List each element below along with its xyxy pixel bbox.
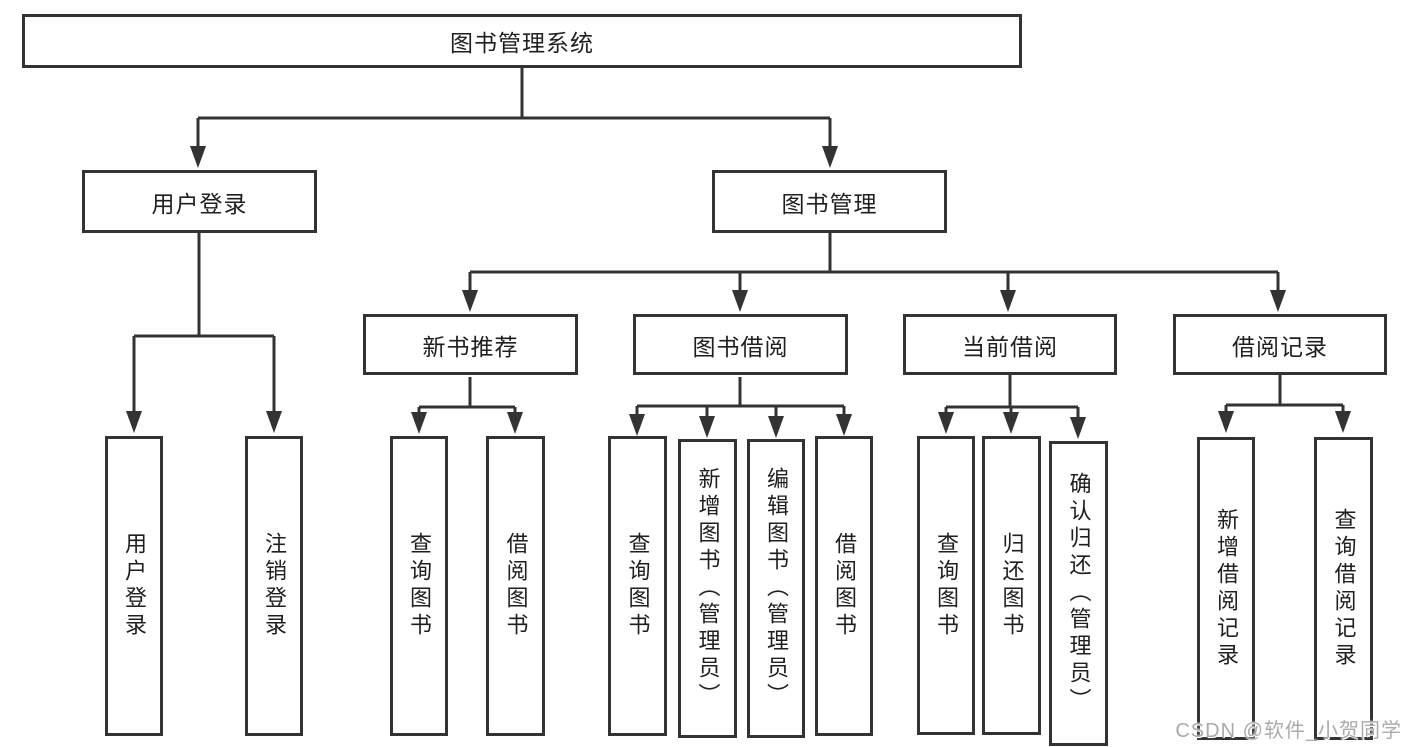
leaf-confirm-return-admin-label: 确认归还（管理员） (1066, 472, 1092, 715)
leaf-logout: 注销登录 (245, 436, 303, 736)
node-book-management: 图书管理 (712, 170, 947, 233)
leaf-query-borrow-record-label: 查询借阅记录 (1331, 507, 1357, 670)
leaf-query-books-current-label: 查询图书 (934, 531, 959, 640)
leaf-add-book-admin-label: 新增图书（管理员） (695, 467, 721, 710)
leaf-logout-label: 注销登录 (262, 532, 287, 640)
arrow-down-icon (462, 290, 478, 312)
arrow-down-icon (1335, 411, 1351, 433)
node-current-borrow: 当前借阅 (903, 314, 1117, 375)
leaf-borrow-books-recommend: 借阅图书 (486, 436, 545, 736)
leaf-query-books-recommend-label: 查询图书 (407, 532, 432, 640)
node-user-login-label: 用户登录 (151, 190, 248, 217)
node-book-borrow-label: 图书借阅 (692, 333, 789, 360)
arrow-down-icon (732, 290, 748, 312)
arrow-down-icon (507, 412, 523, 434)
leaf-add-borrow-record: 新增借阅记录 (1197, 437, 1255, 740)
arrow-down-icon (1270, 290, 1286, 312)
arrow-down-icon (938, 412, 954, 434)
node-root-label: 图书管理系统 (450, 30, 594, 56)
leaf-borrow-books-label: 借阅图书 (832, 532, 857, 640)
node-new-book-recommend-label: 新书推荐 (422, 333, 519, 360)
arrow-down-icon (1003, 412, 1019, 434)
borrow-connectors (629, 377, 852, 438)
arrow-down-icon (836, 414, 852, 436)
arrow-down-icon (1218, 411, 1234, 433)
arrow-down-icon (699, 416, 715, 438)
node-new-book-recommend: 新书推荐 (363, 314, 578, 375)
leaf-query-books-borrow: 查询图书 (608, 436, 667, 736)
leaf-query-borrow-record: 查询借阅记录 (1314, 437, 1373, 740)
arrow-down-icon (126, 411, 142, 433)
leaf-borrow-books-recommend-label: 借阅图书 (503, 532, 529, 640)
leaf-query-books-recommend: 查询图书 (390, 436, 448, 736)
node-book-management-label: 图书管理 (781, 190, 878, 217)
node-current-borrow-label: 当前借阅 (962, 333, 1058, 360)
csdn-watermark: CSDN @软件_小贺同学 (1175, 720, 1402, 742)
arrow-down-icon (411, 412, 427, 434)
node-book-borrow: 图书借阅 (633, 314, 848, 375)
leaf-query-books-borrow-label: 查询图书 (625, 532, 651, 640)
leaf-return-book-label: 归还图书 (999, 531, 1025, 640)
leaf-query-books-current: 查询图书 (917, 436, 975, 735)
records-connectors (1218, 375, 1351, 433)
leaf-return-book: 归还图书 (982, 436, 1041, 735)
leaf-user-login: 用户登录 (105, 436, 163, 736)
recommend-connectors (411, 377, 523, 434)
leaf-add-book-admin: 新增图书（管理员） (678, 439, 737, 738)
leaf-user-login-label: 用户登录 (122, 532, 147, 640)
arrow-down-icon (629, 414, 645, 436)
arrow-down-icon (1000, 290, 1016, 312)
leaf-edit-book-admin-label: 编辑图书（管理员） (764, 467, 789, 710)
arrow-down-icon (822, 146, 838, 168)
arrow-down-icon (190, 146, 206, 168)
root-connectors (190, 68, 838, 168)
login-connectors (126, 233, 282, 433)
node-root: 图书管理系统 (22, 14, 1022, 68)
leaf-edit-book-admin: 编辑图书（管理员） (747, 439, 805, 738)
current-connectors (938, 375, 1086, 439)
leaf-confirm-return-admin: 确认归还（管理员） (1049, 441, 1108, 746)
leaf-borrow-books: 借阅图书 (815, 436, 873, 736)
arrow-down-icon (266, 411, 282, 433)
arrow-down-icon (768, 416, 784, 438)
arrow-down-icon (1070, 417, 1086, 439)
node-borrow-records-label: 借阅记录 (1232, 333, 1328, 360)
node-user-login: 用户登录 (82, 170, 317, 233)
leaf-add-borrow-record-label: 新增借阅记录 (1214, 507, 1239, 670)
management-connectors (462, 233, 1286, 312)
node-borrow-records: 借阅记录 (1173, 314, 1387, 375)
